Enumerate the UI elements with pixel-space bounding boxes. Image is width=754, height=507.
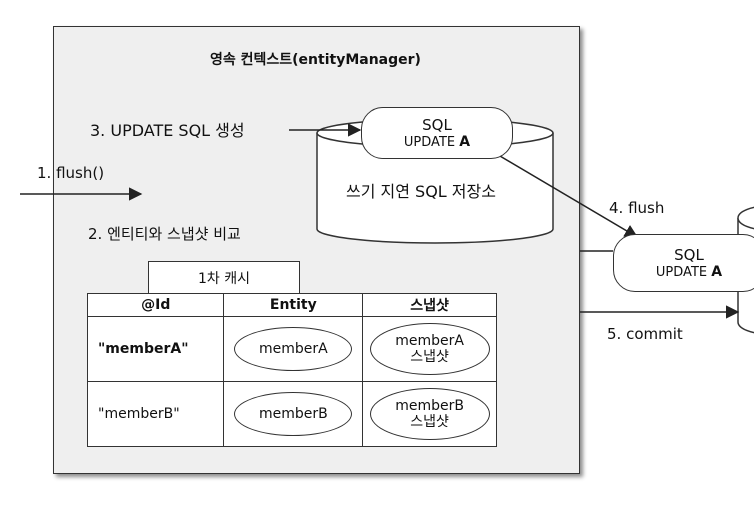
flush-db-arrow [477,142,639,238]
first-level-cache-label: 1차 캐시 [148,261,300,295]
snapshot-ellipse: memberB 스냅샷 [369,388,490,440]
db-sql-entry: SQL UPDATE A [613,234,754,292]
entity-name: memberB [258,405,328,422]
sql-store-entry-line1: SQL [422,115,452,134]
first-level-cache-table: @Id Entity 스냅샷 "memberA" memberA memberA… [86,293,497,447]
snapshot-name: memberA [395,332,464,349]
table-row: "memberB" memberB memberB 스냅샷 [86,381,497,447]
row-id: "memberA" [86,316,225,382]
step-flush-db: 4. flush [609,199,665,217]
sql-store-entry-line2: UPDATE A [403,133,471,150]
step-commit: 5. commit [607,325,683,343]
step-update-sql: 3. UPDATE SQL 생성 [90,121,245,140]
snapshot-cell: memberB 스냅샷 [362,381,497,447]
snapshot-suffix: 스냅샷 [410,349,449,365]
sql-store-entry: SQL UPDATE A [361,107,513,159]
entity-ellipse: memberB [234,392,353,436]
header-entity: Entity [223,293,364,317]
row-id: "memberB" [86,381,225,447]
entity-cell: memberA [223,316,364,382]
entity-ellipse: memberA [234,327,353,371]
step-compare: 2. 엔티티와 스냅샷 비교 [88,225,241,243]
db-sql-entry-line2: UPDATE A [655,263,723,280]
table-row: "memberA" memberA memberA 스냅샷 [86,316,497,382]
header-id: @Id [86,293,225,317]
header-snapshot: 스냅샷 [362,293,497,317]
snapshot-ellipse: memberA 스냅샷 [369,323,490,375]
sql-store-label: 쓰기 지연 SQL 저장소 [346,182,496,201]
snapshot-cell: memberA 스냅샷 [362,316,497,382]
persistence-context-title: 영속 컨텍스트(entityManager) [210,52,421,68]
entity-name: memberA [258,340,328,357]
db-sql-entry-line1: SQL [674,245,704,264]
snapshot-suffix: 스냅샷 [410,414,449,430]
entity-cell: memberB [223,381,364,447]
step-flush-call: 1. flush() [37,164,105,182]
snapshot-name: memberB [395,397,464,414]
cache-header-row: @Id Entity 스냅샷 [86,293,497,317]
